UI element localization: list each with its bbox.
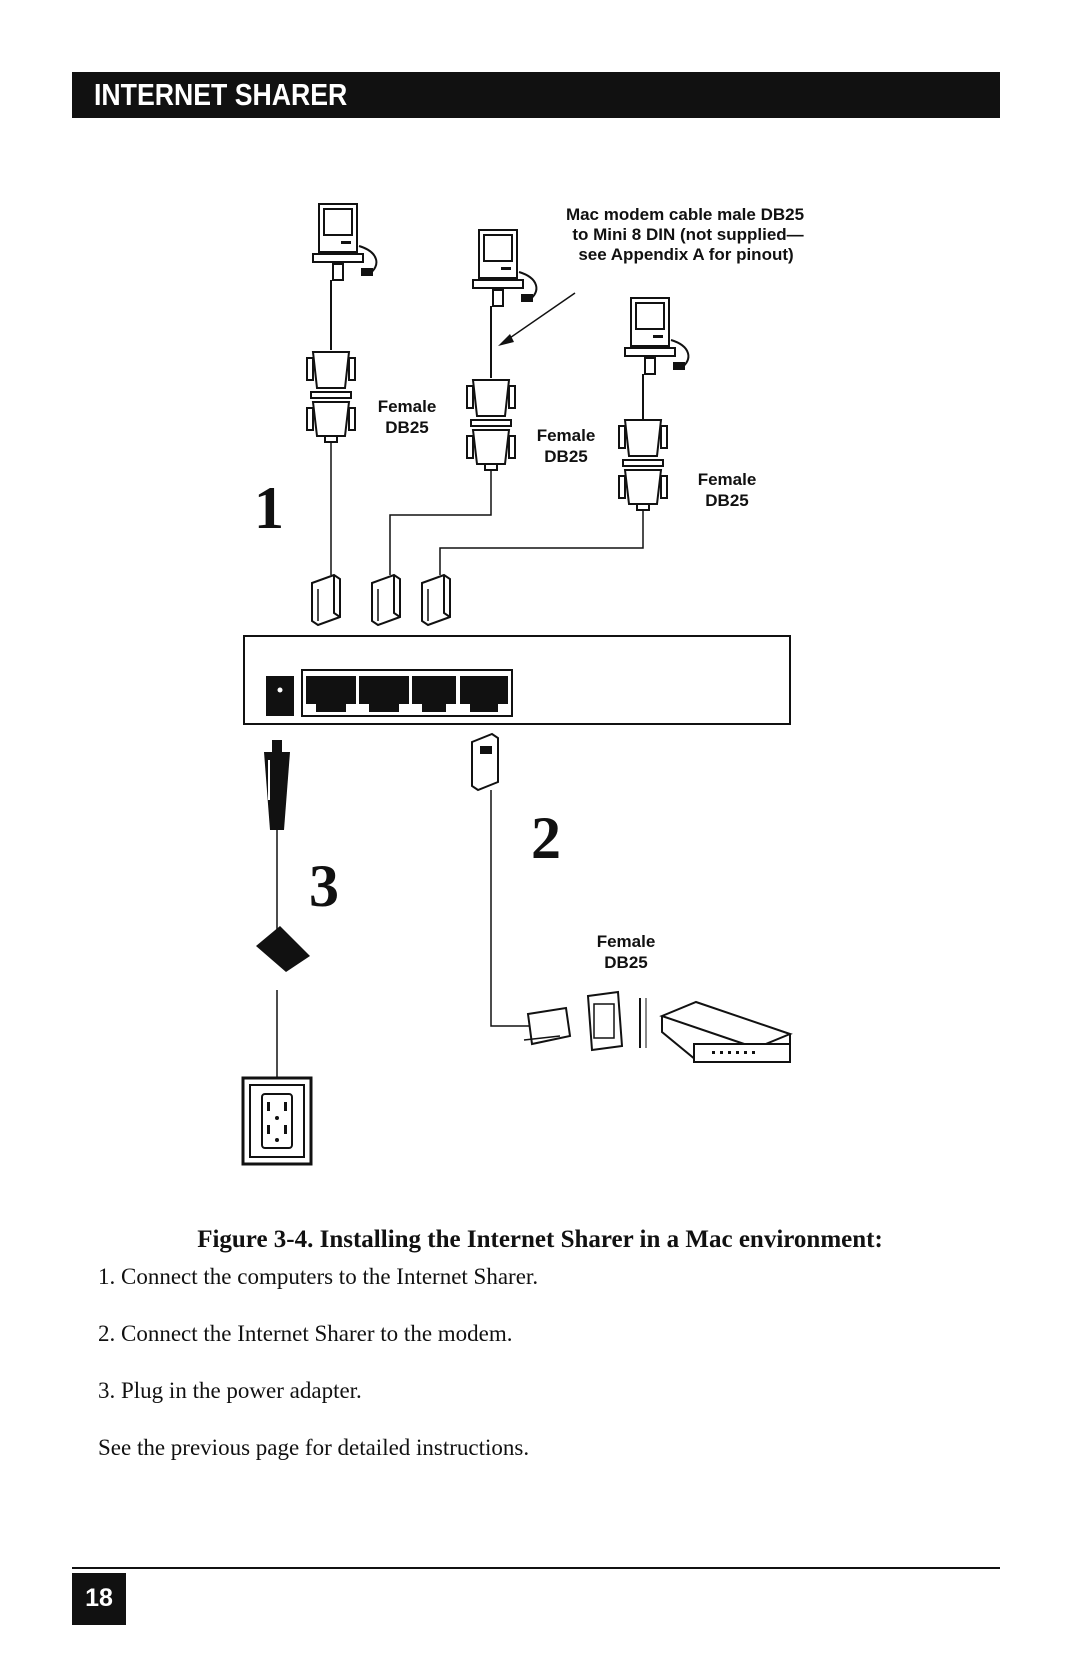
page-number-box: 18: [72, 1573, 126, 1625]
step-number-1: 1: [254, 475, 284, 541]
computer-icon: [472, 229, 538, 307]
figure-caption: Figure 3-4. Installing the Internet Shar…: [197, 1226, 883, 1253]
step-item: 1. Connect the computers to the Internet…: [98, 1264, 539, 1289]
connector-label-spec: DB25: [604, 953, 647, 972]
rj-plug-icon: [421, 574, 451, 626]
power-plug-icon: [256, 740, 310, 1078]
connector-label-spec: DB25: [544, 447, 587, 466]
rj-plug-icon: [311, 574, 341, 626]
connector-label-type: Female: [537, 426, 596, 445]
note-text: See the previous page for detailed instr…: [98, 1435, 530, 1460]
internet-sharer-hub: [243, 635, 791, 725]
db25-connector-icon: [306, 351, 356, 443]
modem-cable: [471, 732, 647, 1052]
connector-label-type: Female: [698, 470, 757, 489]
footer-rule: [72, 1567, 1000, 1569]
step-item: 3. Plug in the power adapter.: [98, 1378, 362, 1403]
step-item: 2. Connect the Internet Sharer to the mo…: [98, 1321, 513, 1346]
db25-connector-icon: [618, 419, 668, 511]
connector-label-type: Female: [597, 932, 656, 951]
step-number-3: 3: [309, 853, 339, 919]
computer-icon: [312, 203, 378, 281]
wall-outlet-icon: [241, 1076, 313, 1166]
modem-icon: [659, 1000, 793, 1063]
connector-label-spec: DB25: [385, 418, 428, 437]
computer-icon: [624, 297, 690, 375]
rj-plug-icon: [371, 574, 401, 626]
header-bar: INTERNET SHARER: [72, 72, 1000, 118]
connector-label-spec: DB25: [705, 491, 748, 510]
running-header-title: INTERNET SHARER: [94, 77, 348, 112]
page-number: 18: [85, 1584, 113, 1612]
connector-label-type: Female: [378, 397, 437, 416]
callout-line-3: see Appendix A for pinout): [578, 245, 793, 264]
callout-line-2: to Mini 8 DIN (not supplied—: [572, 225, 803, 244]
db25-connector-icon: [466, 379, 516, 471]
callout-line-1: Mac modem cable male DB25: [566, 205, 804, 224]
step-number-2: 2: [531, 805, 561, 871]
